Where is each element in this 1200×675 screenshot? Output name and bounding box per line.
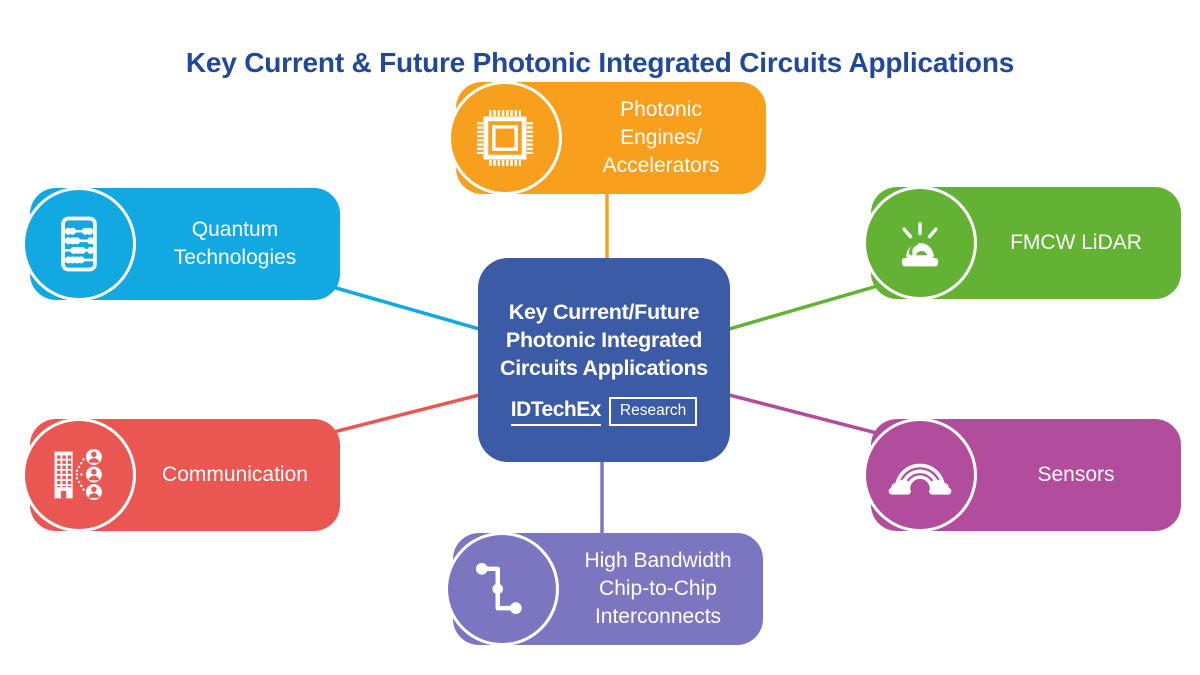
hub-title-line-2: Photonic Integrated	[505, 328, 703, 352]
circuit-trace-icon	[475, 562, 522, 614]
rainbow-icon	[888, 463, 952, 495]
node-label: Quantum Technologies	[173, 218, 297, 269]
node-label: Photonic Engines/ Accelerators	[602, 98, 720, 177]
idtechex-wordmark: IDTechEx	[510, 398, 601, 426]
node-label: High Bandwidth Chip-to-Chip Interconnect…	[584, 549, 732, 628]
node-quantum-technologies: Quantum Technologies	[22, 187, 340, 301]
building-people-icon	[54, 448, 102, 500]
node-label: Communication	[162, 463, 308, 487]
node-chip-interconnects: High Bandwidth Chip-to-Chip Interconnect…	[445, 532, 763, 646]
node-fmcw-lidar: FMCW LiDAR	[863, 186, 1181, 300]
icon-circle	[863, 418, 977, 532]
icon-circle	[448, 81, 562, 195]
node-label: FMCW LiDAR	[1010, 231, 1142, 255]
idtechex-logo: IDTechEx Research	[510, 397, 698, 426]
node-sensors: Sensors	[863, 418, 1181, 532]
microchip-icon	[477, 110, 533, 166]
icon-circle	[22, 418, 136, 532]
hub-title-line-1: Key Current/Future	[508, 300, 700, 324]
node-label: Sensors	[1037, 463, 1115, 487]
page-title: Key Current & Future Photonic Integrated…	[185, 46, 1015, 78]
siren-icon	[901, 222, 939, 267]
node-communication: Communication	[22, 418, 340, 532]
icon-circle	[445, 532, 559, 646]
icon-circle	[22, 187, 136, 301]
hub-card: Key Current/Future Photonic Integrated C…	[478, 258, 730, 462]
icon-circle	[863, 186, 977, 300]
research-badge: Research	[608, 397, 698, 426]
abacus-icon	[61, 216, 97, 272]
hub-title-line-3: Circuits Applications	[500, 356, 708, 380]
node-photonic-engines: Photonic Engines/ Accelerators	[448, 81, 766, 195]
